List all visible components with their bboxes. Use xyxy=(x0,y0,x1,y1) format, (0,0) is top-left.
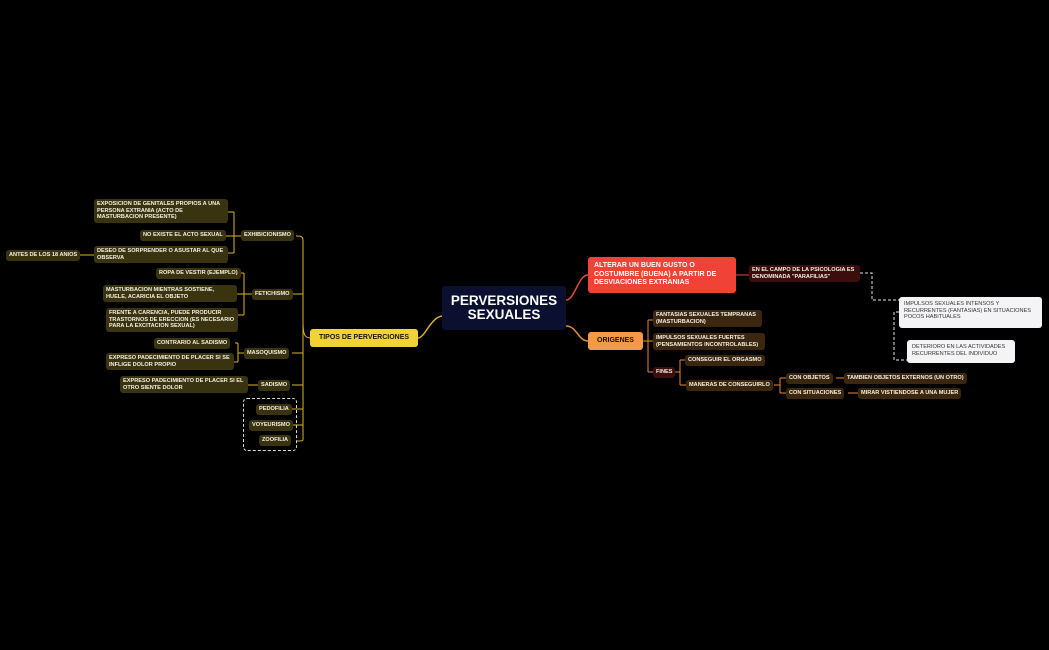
origenes-item-1[interactable]: FANTASIAS SEXUALES TEMPRANAS (MASTURBACI… xyxy=(653,310,762,328)
note-impulsos[interactable]: IMPULSOS SEXUALES INTENSOS Y RECURRENTES… xyxy=(899,297,1042,328)
exhibicionismo-node[interactable]: EXHIBICIONISMO xyxy=(241,230,294,241)
fetichismo-item-1[interactable]: ROPA DE VESTIR (EJEMPLO) xyxy=(156,268,241,279)
zoofilia-node[interactable]: ZOOFILIA xyxy=(259,435,292,446)
masoquismo-item-2[interactable]: EXPRESO PADECIMIENTO DE PLACER SI SE INF… xyxy=(106,353,234,371)
maneras-node[interactable]: MANERAS DE CONSEGUIRLO xyxy=(686,380,773,391)
sadismo-node[interactable]: SADISMO xyxy=(258,380,291,391)
exhibicionismo-item-1[interactable]: EXPOSICION DE GENITALES PROPIOS A UNA PE… xyxy=(94,199,228,223)
con-objetos-node[interactable]: CON OBJETOS xyxy=(786,373,833,384)
voyeurismo-node[interactable]: VOYEURISMO xyxy=(249,420,293,431)
alterar-node[interactable]: ALTERAR UN BUEN GUSTO O COSTUMBRE (BUENA… xyxy=(588,257,736,293)
fetichismo-item-3[interactable]: FRENTE A CARENCIA, PUEDE PRODUCIR TRASTO… xyxy=(106,308,238,332)
masoquismo-node[interactable]: MASOQUISMO xyxy=(244,348,290,359)
central-topic[interactable]: PERVERSIONES SEXUALES xyxy=(442,286,566,330)
tipos-de-perversiones-node[interactable]: TIPOS DE PERVERCIONES xyxy=(310,329,418,347)
exhibicionismo-item-2[interactable]: NO EXISTE EL ACTO SEXUAL xyxy=(140,230,226,241)
others-group-boundary xyxy=(243,398,297,451)
sadismo-item-1[interactable]: EXPRESO PADECIMIENTO DE PLACER SI EL OTR… xyxy=(120,376,248,394)
fines-node[interactable]: FINES xyxy=(653,367,676,378)
parafilias-node[interactable]: EN EL CAMPO DE LA PSICOLOGIA ES DENOMINA… xyxy=(749,265,860,283)
con-situaciones-node[interactable]: CON SITUACIONES xyxy=(786,388,845,399)
masoquismo-item-1[interactable]: CONTRARIO AL SADISMO xyxy=(154,338,231,349)
origenes-item-2[interactable]: IMPULSOS SEXUALES FUERTES (PENSAMIENTOS … xyxy=(653,333,765,351)
fetichismo-node[interactable]: FETICHISMO xyxy=(252,289,293,300)
antes-18-node[interactable]: ANTES DE LOS 18 ANIOS xyxy=(6,250,81,261)
exhibicionismo-item-3[interactable]: DESEO DE SORPRENDER O ASUSTAR AL QUE OBS… xyxy=(94,246,228,264)
origenes-node[interactable]: ORIGENES xyxy=(588,332,643,350)
fetichismo-item-2[interactable]: MASTURBACION MIENTRAS SOSTIENE, HUELE, A… xyxy=(103,285,237,303)
objetos-detail-node[interactable]: TAMBIEN OBJETOS EXTERNOS (UN OTRO) xyxy=(844,373,967,384)
pedofilia-node[interactable]: PEDOFILIA xyxy=(256,404,292,415)
note-deterioro[interactable]: DETERIORO EN LAS ACTIVIDADES RECURRENTES… xyxy=(907,340,1015,363)
conseguir-orgasmo-node[interactable]: CONSEGUIR EL ORGASMO xyxy=(685,355,765,366)
situaciones-detail-node[interactable]: MIRAR VISTIENDOSE A UNA MUJER xyxy=(858,388,962,399)
